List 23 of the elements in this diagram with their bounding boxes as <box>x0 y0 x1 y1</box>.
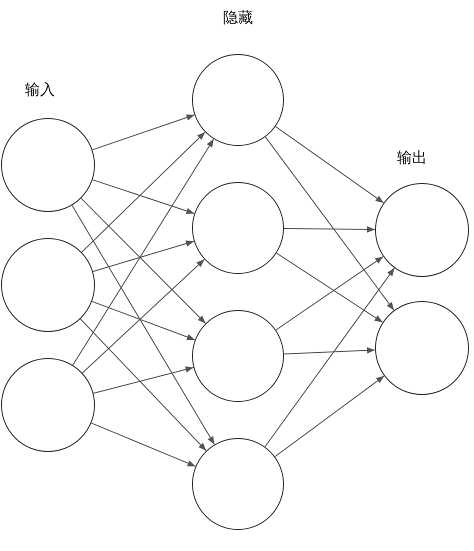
arrow <box>283 347 376 354</box>
arrow <box>72 204 215 445</box>
arrow <box>82 258 205 374</box>
layer-label: 隐藏 <box>223 8 253 28</box>
arrow <box>80 198 206 324</box>
layer-label: 输出 <box>397 148 427 168</box>
arrow <box>264 268 395 448</box>
arrow <box>80 318 207 452</box>
layer-label: 输入 <box>25 80 55 100</box>
arrow <box>92 179 195 214</box>
arrow <box>275 256 384 330</box>
arrow <box>275 126 384 204</box>
arrow <box>264 136 394 311</box>
arrow <box>274 375 385 458</box>
arrow <box>92 240 194 272</box>
arrow <box>276 252 384 323</box>
arrow <box>93 366 194 394</box>
arrow <box>92 300 196 340</box>
arrow <box>92 114 195 150</box>
arrow <box>90 422 196 467</box>
arrow <box>81 132 206 253</box>
arrow <box>284 226 376 233</box>
arrow <box>72 138 214 366</box>
